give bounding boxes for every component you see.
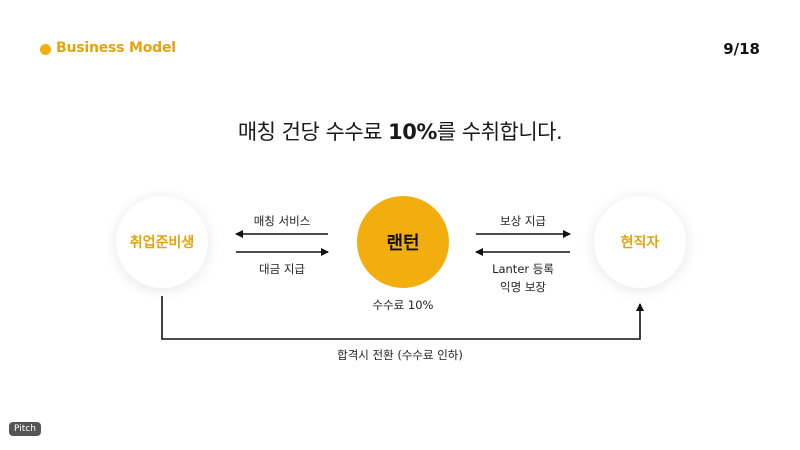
- label-payment: 대금 지급: [259, 262, 305, 276]
- job-seeker-node: 취업준비생: [116, 196, 208, 288]
- headline-highlight: 10%: [388, 120, 437, 144]
- lantern-node: 랜턴: [357, 196, 449, 288]
- label-anonymity: 익명 보장: [500, 280, 546, 294]
- page-number: 9/18: [723, 40, 760, 58]
- label-conversion: 합격시 전환 (수수료 인하): [337, 348, 463, 362]
- label-fee: 수수료 10%: [372, 298, 434, 312]
- section-label: Business Model: [56, 40, 176, 56]
- pitch-badge[interactable]: Pitch: [9, 422, 41, 436]
- label-lanter-registration: Lanter 등록: [492, 262, 554, 276]
- headline-prefix: 매칭 건당 수수료: [237, 120, 389, 144]
- label-matching-service: 매칭 서비스: [253, 214, 311, 228]
- section-dot: [40, 44, 51, 55]
- employee-node: 현직자: [594, 196, 686, 288]
- conversion-path: [161, 296, 644, 340]
- label-reward-payment: 보상 지급: [500, 214, 546, 228]
- headline-suffix: 를 수취합니다.: [436, 120, 563, 144]
- headline: 매칭 건당 수수료 10%를 수취합니다.: [0, 116, 800, 146]
